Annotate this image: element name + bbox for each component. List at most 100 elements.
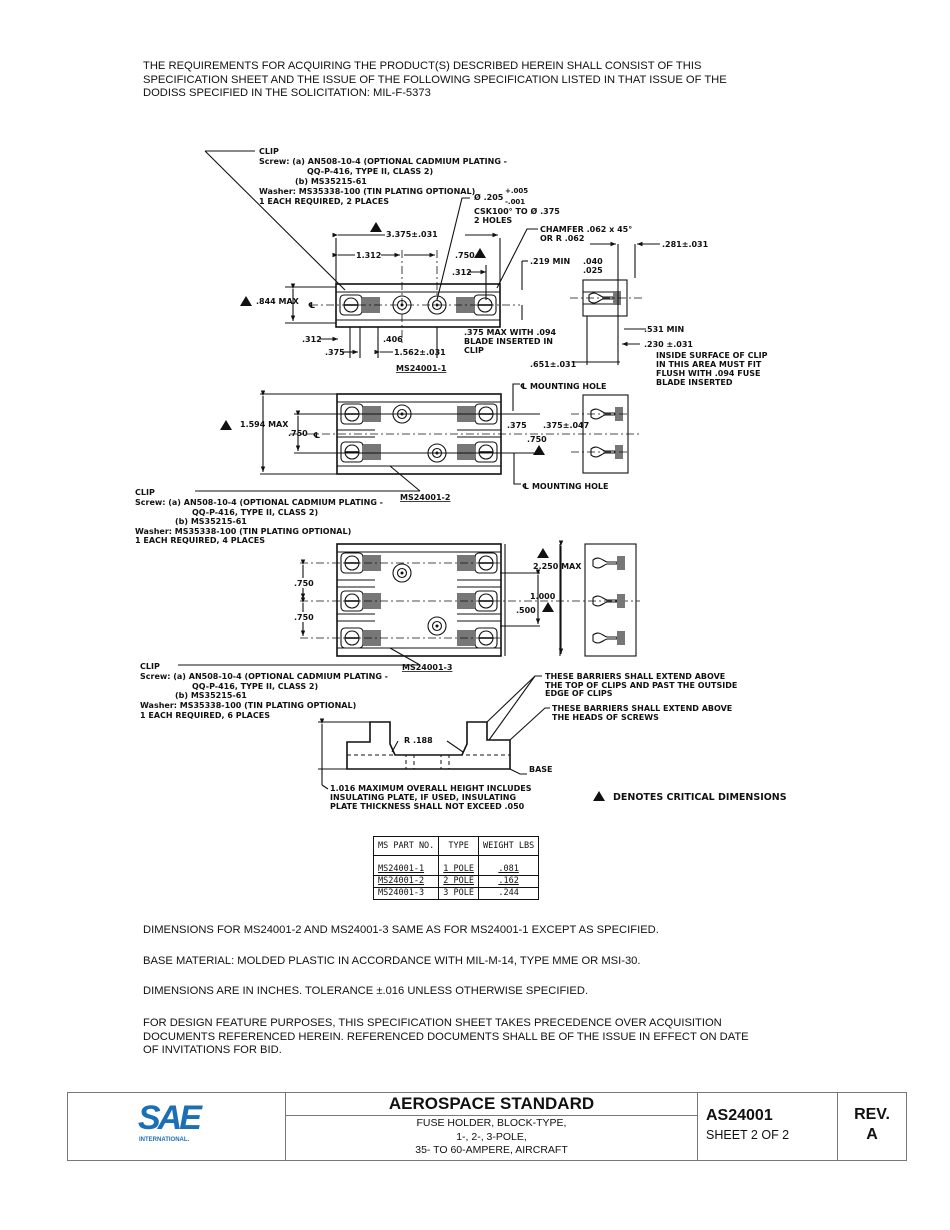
sae-logo-subtext: INTERNATIONAL. [139,1137,190,1143]
washer-spec: Washer: MS35338-100 (TIN PLATING OPTIONA… [140,701,356,710]
note-line: DOCUMENTS REFERENCED HEREIN. REFERENCED … [143,1030,749,1043]
note-line: FOR DESIGN FEATURE PURPOSES, THIS SPECIF… [143,1017,722,1029]
sae-logo: SAE INTERNATIONAL. [68,1093,286,1160]
height-note: INSULATING PLATE, IF USED, INSULATING [330,793,516,802]
screw-spec: Screw: (a) AN508-10-4 (OPTIONAL CADMIUM … [135,498,383,507]
dim-375: .375 [507,421,527,430]
hole-count: 2 HOLES [474,216,512,225]
radius-label: R .188 [404,736,433,745]
quantity-note: 1 EACH REQUIRED, 6 PLACES [140,711,270,720]
note-line: OF INVITATIONS FOR BID. [143,1044,282,1056]
inside-surface-note: FLUSH WITH .094 FUSE [656,369,760,378]
blade-note: CLIP [464,346,484,355]
hole-diameter: Ø .205 [474,192,504,202]
cell-weight: .162 [478,875,540,888]
header-type: TYPE [438,836,480,856]
mounting-hole-label-top: ℄ MOUNTING HOLE [520,382,606,391]
dim-040: .040 [583,257,603,266]
dim-025: .025 [583,266,603,275]
dim-overall-length: 3.375±.031 [386,230,438,239]
sheet-number: SHEET 2 OF 2 [706,1128,790,1142]
barrier-note-2: THE HEADS OF SCREWS [552,713,659,722]
dim-844-max: .844 MAX [256,297,300,306]
sae-logo-mark: SAE [138,1099,202,1137]
inside-surface-note: INSIDE SURFACE OF CLIP [656,351,768,360]
barrier-note-2: THESE BARRIERS SHALL EXTEND ABOVE [552,704,732,713]
dim-750-mount: .750 [527,435,547,444]
quantity-note: 1 EACH REQUIRED, 2 PLACES [259,197,389,206]
note-tolerance: DIMENSIONS ARE IN INCHES. TOLERANCE ±.01… [143,985,589,997]
standard-title-cell: AEROSPACE STANDARD FUSE HOLDER, BLOCK-TY… [286,1093,698,1160]
clip-label: CLIP [259,147,279,156]
screw-spec: QQ-P-416, TYPE II, CLASS 2) [192,508,318,517]
dim-500: .500 [516,606,536,615]
dim-531-min: .531 MIN [644,325,684,334]
blade-note: BLADE INSERTED IN [464,337,553,346]
intro-line: DODISS SPECIFIED IN THE SOLICITATION: MI… [143,87,431,99]
title-line: 1-, 2-, 3-POLE, [456,1130,527,1143]
document-number: AS24001 [706,1107,773,1124]
dim-1594-max: 1.594 MAX [240,420,289,429]
revision-cell: REV. A [838,1093,906,1160]
intro-line: THE REQUIREMENTS FOR ACQUIRING THE PRODU… [143,60,702,72]
critical-triangle-icon [593,791,605,801]
washer-spec: Washer: MS35338-100 (TIN PLATING OPTIONA… [135,527,351,536]
cell-type: 1 POLE [438,855,480,876]
height-note: 1.016 MAXIMUM OVERALL HEIGHT INCLUDES [330,784,532,793]
side-elevation-view: R .188 BASE THESE BARRIERS SHALL EXTEND … [318,672,787,811]
inside-surface-note: IN THIS AREA MUST FIT [656,360,762,369]
table-header-row: MS PART NO. TYPE WEIGHT LBS [372,836,540,856]
dim-750-lower: .750 [294,613,314,622]
washer-spec: Washer: MS35338-100 (TIN PLATING OPTIONA… [259,187,475,196]
part-label-ms24001-3: MS24001-3 [402,663,452,672]
view-ms24001-1: 3.375±.031 1.312 .750 .312 .844 MAX ℄ .3… [204,147,768,387]
note-base-material: BASE MATERIAL: MOLDED PLASTIC IN ACCORDA… [143,955,641,967]
title-line: 35- TO 60-AMPERE, AIRCRAFT [415,1144,568,1156]
screw-spec: Screw: (a) AN508-10-4 (OPTIONAL CADMIUM … [140,672,388,681]
header-weight: WEIGHT LBS [478,836,540,856]
dim-1562: 1.562±.031 [394,348,446,357]
dim-230: .230 ±.031 [644,340,693,349]
dim-750: .750 [288,429,308,438]
title-block: SAE INTERNATIONAL. AEROSPACE STANDARD FU… [67,1092,907,1161]
screw-spec: (b) MS35215-61 [175,517,247,526]
dim-406: .406 [383,335,403,344]
dim-651: .651±.031 [530,360,577,369]
barrier-note-1: THESE BARRIERS SHALL EXTEND ABOVE [545,672,725,681]
view-ms24001-2: 1.594 MAX .750 ℄ ℄ MOUNTING HOLE ℄ MOUNT… [135,382,640,545]
inside-surface-note: BLADE INSERTED [656,378,733,387]
height-note: PLATE THICKNESS SHALL NOT EXCEED .050 [330,802,525,811]
dim-281: .281±.031 [662,240,709,249]
part-label-ms24001-1: MS24001-1 [396,364,447,373]
csk-note: CSK100° TO Ø .375 [474,206,560,216]
blade-note: .375 MAX WITH .094 [464,328,557,337]
dim-375-047: .375±.047 [543,421,589,430]
engineering-drawing: 3.375±.031 1.312 .750 .312 .844 MAX ℄ .3… [135,147,787,811]
dim-1312: 1.312 [356,251,381,260]
centerline-symbol: ℄ [313,431,320,440]
note-precedence: FOR DESIGN FEATURE PURPOSES, THIS SPECIF… [143,1017,749,1058]
dim-375: .375 [325,348,345,357]
screw-spec: QQ-P-416, TYPE II, CLASS 2) [307,167,433,176]
barrier-note-1: EDGE OF CLIPS [545,689,613,698]
critical-dimensions-legend: DENOTES CRITICAL DIMENSIONS [613,792,787,803]
chamfer-note: OR R .062 [540,234,584,243]
hole-tol-minus: -.001 [505,198,525,206]
intro-line: SPECIFICATION SHEET AND THE ISSUE OF THE… [143,73,727,86]
view-ms24001-3: .750 .750 2.250 MAX 1.000 .500 CLIP Scre… [140,540,640,720]
mounting-hole-label-bottom: ℄ MOUNTING HOLE [522,482,608,491]
dim-1000: 1.000 [530,592,556,601]
dim-219-min: .219 MIN [530,257,570,266]
cell-part: MS24001-2 [372,875,440,888]
intro-text: THE REQUIREMENTS FOR ACQUIRING THE PRODU… [143,60,727,101]
document-number-cell: AS24001 SHEET 2 OF 2 [698,1093,838,1160]
screw-spec: QQ-P-416, TYPE II, CLASS 2) [192,682,318,691]
hole-tol-plus: +.005 [505,187,528,195]
cell-part: MS24001-3 [372,887,440,900]
quantity-note: 1 EACH REQUIRED, 4 PLACES [135,536,265,545]
cell-part: MS24001-1 [372,855,440,876]
barrier-note-1: THE TOP OF CLIPS AND PAST THE OUTSIDE [545,681,737,690]
